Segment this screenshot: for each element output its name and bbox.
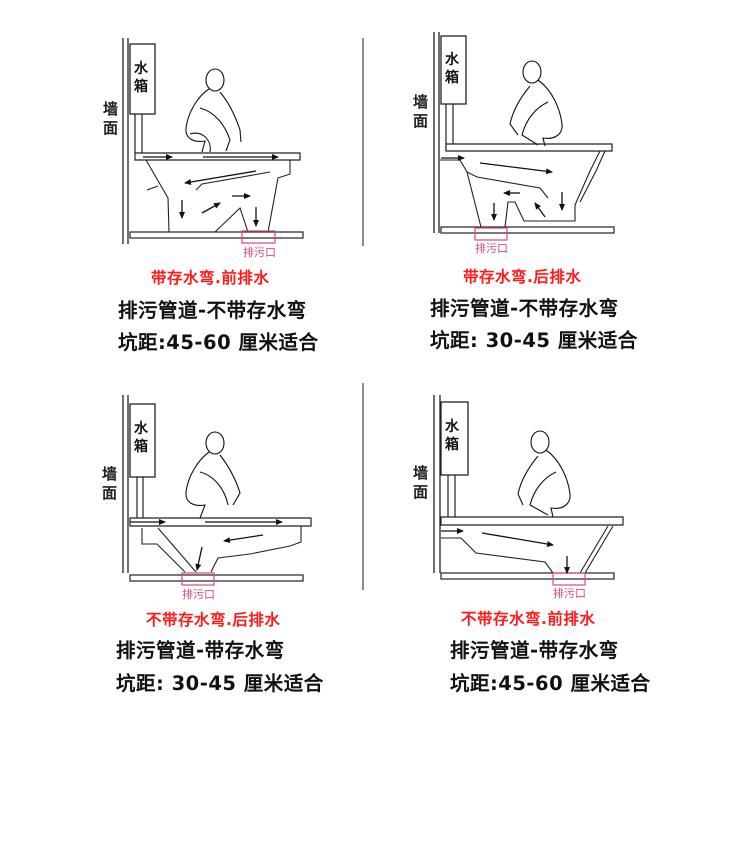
panel-top-right: 墙 面 水 箱 排污口 xyxy=(0,0,750,360)
toilet-bowl-icon xyxy=(440,150,606,228)
svg-text:箱: 箱 xyxy=(445,69,459,86)
wall-icon xyxy=(122,395,129,573)
wall-icon xyxy=(433,395,441,573)
svg-text:面: 面 xyxy=(413,112,428,130)
water-tank-icon xyxy=(440,401,469,476)
svg-text:墙: 墙 xyxy=(102,465,117,483)
toilet-diagram-rear-drain-no-trap: 墙 面 水 箱 排污口 xyxy=(102,395,312,601)
flow-arrows-icon xyxy=(441,528,570,574)
pipe-type-label: 排污管道-带存水弯 xyxy=(450,639,619,662)
squatting-person-icon xyxy=(185,68,242,153)
floor-icon xyxy=(129,231,304,239)
toilet-diagram-rear-drain-with-trap: 墙 面 水 箱 排污口 xyxy=(413,32,615,255)
panel-bottom-right: 墙 面 水 箱 排污口 不带存水弯.前排水 排污管道-带存水弯 xyxy=(413,395,651,695)
outlet-box-icon xyxy=(181,572,215,586)
toilet-type-label: 不带存水弯.前排水 xyxy=(461,610,596,628)
toilet-bowl-icon xyxy=(141,526,302,573)
toilet-bowl-icon xyxy=(441,525,614,574)
floor-icon xyxy=(440,572,615,580)
svg-text:墙: 墙 xyxy=(413,93,428,111)
pipe-type-label: 排污管道-不带存水弯 xyxy=(430,297,619,320)
toilet-type-label: 带存水弯.前排水 xyxy=(151,269,270,287)
water-tank-icon xyxy=(129,403,156,478)
vertical-divider-bottom xyxy=(362,383,364,590)
svg-text:水: 水 xyxy=(134,420,149,437)
svg-text:排污口: 排污口 xyxy=(553,586,586,600)
panel-bottom-left: 墙 面 水 箱 排污口 不带存水弯.后排水 排污管道 xyxy=(102,395,324,695)
svg-text:排污口: 排污口 xyxy=(475,241,508,255)
flow-arrows-icon xyxy=(130,519,283,571)
flow-arrows-icon xyxy=(143,154,279,227)
svg-text:面: 面 xyxy=(102,484,117,502)
outlet-box-icon xyxy=(474,227,508,241)
pipe-type-label: 排污管道-带存水弯 xyxy=(116,639,285,662)
svg-text:面: 面 xyxy=(413,483,428,501)
wall-label-2: 面 xyxy=(103,119,118,137)
svg-text:墙: 墙 xyxy=(413,464,428,482)
squatting-person-icon xyxy=(517,430,571,518)
floor-icon xyxy=(129,574,304,582)
svg-text:水: 水 xyxy=(445,51,460,68)
toilet-diagram-front-drain-no-trap: 墙 面 水 箱 排污口 xyxy=(413,395,624,600)
toilet-type-label: 不带存水弯.后排水 xyxy=(146,611,281,629)
pipe-type-label: 排污管道-不带存水弯 xyxy=(118,299,307,322)
svg-text:箱: 箱 xyxy=(134,78,148,95)
pit-distance-label: 坑距:45-60 厘米适合 xyxy=(450,672,651,695)
squatting-person-icon xyxy=(509,60,563,147)
pit-distance-label: 坑距:45-60 厘米适合 xyxy=(118,331,319,354)
panel-top-left: 墙 面 水 箱 排污口 xyxy=(0,0,375,360)
floor-icon xyxy=(440,226,615,234)
pit-distance-label: 坑距: 30-45 厘米适合 xyxy=(116,672,324,695)
svg-text:水: 水 xyxy=(445,418,460,435)
wall-icon xyxy=(433,32,440,233)
water-tank-icon xyxy=(440,35,467,105)
svg-text:箱: 箱 xyxy=(445,436,459,453)
svg-text:箱: 箱 xyxy=(134,438,148,455)
wall-label-1: 墙 xyxy=(103,100,118,118)
outlet-box-icon xyxy=(241,230,276,244)
squatting-person-icon xyxy=(185,431,241,519)
toilet-type-label: 带存水弯.后排水 xyxy=(463,268,582,286)
outlet-label: 排污口 xyxy=(243,245,276,259)
pit-distance-label: 坑距: 30-45 厘米适合 xyxy=(430,329,638,352)
wall-icon xyxy=(122,38,129,244)
svg-text:水: 水 xyxy=(134,60,149,77)
flow-arrows-icon xyxy=(441,155,565,221)
svg-text:排污口: 排污口 xyxy=(182,587,215,601)
toilet-diagram-front-drain-with-trap: 墙 面 水 箱 排污口 xyxy=(103,38,304,259)
vertical-divider-top xyxy=(362,38,364,246)
